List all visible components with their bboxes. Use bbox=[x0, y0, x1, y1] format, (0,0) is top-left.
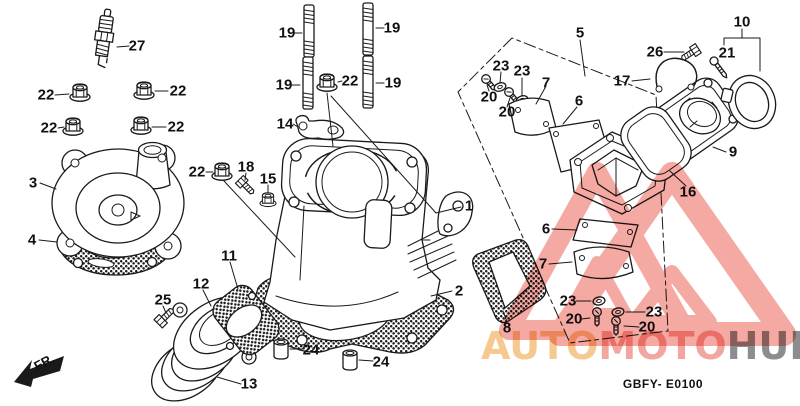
part-callout-25: 25 bbox=[154, 291, 172, 309]
part-callout-19-3: 19 bbox=[275, 76, 293, 94]
part-callout-7-1: 7 bbox=[541, 74, 551, 92]
part-callout-15: 15 bbox=[259, 170, 277, 188]
part-callout-21: 21 bbox=[718, 44, 736, 62]
screw-21 bbox=[709, 56, 728, 79]
part-callout-22-3: 22 bbox=[40, 119, 58, 137]
part-callout-27: 27 bbox=[128, 37, 146, 55]
part-callout-19-2: 19 bbox=[383, 19, 401, 37]
cylinder-head bbox=[51, 141, 185, 260]
part-callout-23-4: 23 bbox=[645, 303, 663, 321]
front-direction-marker: FR. bbox=[14, 351, 64, 387]
part-callout-4: 4 bbox=[27, 231, 37, 249]
part-callout-11: 11 bbox=[221, 247, 237, 265]
part-callout-1: 1 bbox=[464, 197, 474, 215]
part-callout-22-1: 22 bbox=[37, 86, 55, 104]
part-callout-16: 16 bbox=[679, 183, 697, 201]
part-callout-22-6: 22 bbox=[188, 163, 206, 181]
part-callout-17: 17 bbox=[613, 72, 631, 90]
part-callout-18: 18 bbox=[237, 158, 255, 176]
band-clamp bbox=[720, 74, 777, 130]
part-callout-22-4: 22 bbox=[167, 118, 185, 136]
part-callout-24-2: 24 bbox=[372, 353, 390, 371]
part-callout-23-2: 23 bbox=[513, 62, 531, 80]
part-callout-22-2: 22 bbox=[169, 82, 187, 100]
part-callout-23-1: 23 bbox=[492, 57, 510, 75]
cylinder bbox=[263, 137, 474, 331]
part-callout-12: 12 bbox=[192, 275, 210, 293]
part-callout-2: 2 bbox=[454, 282, 464, 300]
part-callout-10: 10 bbox=[733, 13, 751, 31]
drawing-code: GBFY- E0100 bbox=[622, 377, 704, 391]
part-callout-19-1: 19 bbox=[278, 24, 296, 42]
spark-plug bbox=[93, 8, 115, 69]
pipe-gasket bbox=[212, 284, 280, 356]
part-callout-26: 26 bbox=[646, 43, 664, 61]
part-callout-3: 3 bbox=[28, 174, 38, 192]
part-callout-20-2: 20 bbox=[498, 103, 516, 121]
part-callout-6-2: 6 bbox=[541, 220, 551, 238]
part-callout-9: 9 bbox=[728, 143, 738, 161]
part-callout-19-4: 19 bbox=[384, 74, 402, 92]
part-callout-5: 5 bbox=[575, 24, 585, 42]
part-callout-20-4: 20 bbox=[638, 318, 656, 336]
part-callout-20-1: 20 bbox=[480, 88, 498, 106]
part-callout-24-1: 24 bbox=[302, 341, 320, 359]
part-callout-7-2: 7 bbox=[538, 255, 548, 273]
part-callout-23-3: 23 bbox=[559, 292, 577, 310]
part-callout-20-3: 20 bbox=[565, 310, 583, 328]
part-callout-13: 13 bbox=[240, 375, 258, 393]
part-callout-8: 8 bbox=[502, 319, 512, 337]
part-callout-14: 14 bbox=[276, 115, 294, 133]
part-callout-6-1: 6 bbox=[574, 92, 584, 110]
head-stay-bracket bbox=[295, 114, 345, 140]
part-callout-22-5: 22 bbox=[341, 72, 359, 90]
